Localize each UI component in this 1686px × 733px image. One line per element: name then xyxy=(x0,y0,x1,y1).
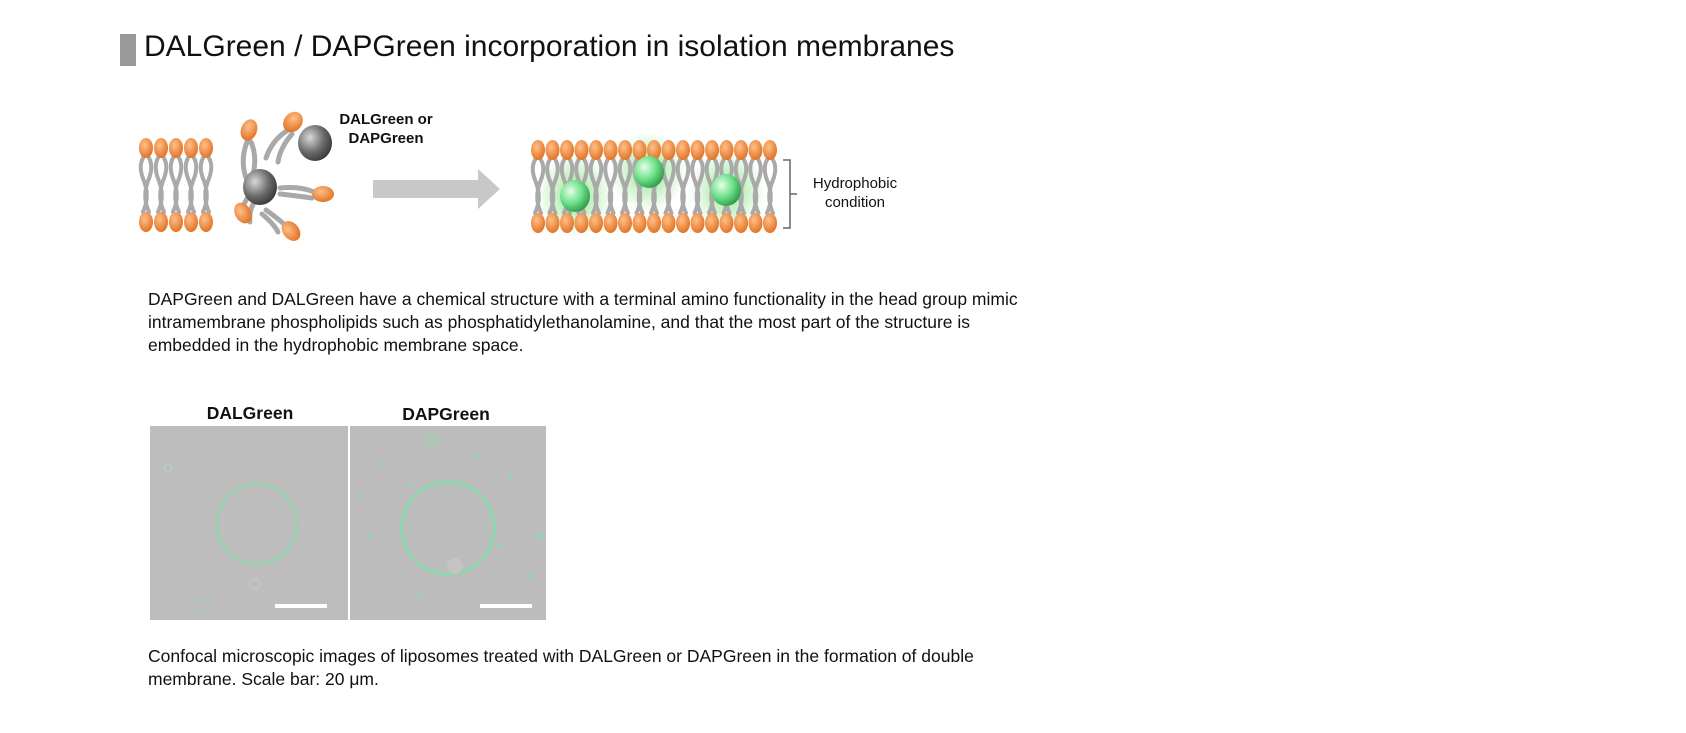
lipid-head xyxy=(676,140,690,160)
region-label-line1: Hydrophobic xyxy=(812,175,898,192)
lipid-head xyxy=(531,140,545,160)
image-label-dapgreen: DAPGreen xyxy=(402,404,490,424)
lipid-head xyxy=(705,213,719,233)
scale-bar xyxy=(275,604,327,608)
lipid-head xyxy=(618,213,632,233)
lipid-head xyxy=(690,140,705,160)
lipid-head xyxy=(647,140,661,160)
lipid-head xyxy=(545,213,560,233)
green-probe-icon xyxy=(560,180,590,212)
lipid-head xyxy=(589,140,603,160)
lipid-head xyxy=(763,140,777,160)
left-bilayer xyxy=(138,138,214,232)
lipid-head xyxy=(719,140,734,160)
lipid-head xyxy=(184,138,198,158)
probe-label-line2: DAPGreen xyxy=(348,130,424,147)
lipid-head xyxy=(560,213,574,233)
lipid-head xyxy=(154,212,168,232)
lipid-head xyxy=(169,212,183,232)
title-accent-bar xyxy=(120,34,136,66)
lipid-head xyxy=(574,140,589,160)
lipid-head xyxy=(531,213,545,233)
probe-molecule-icon xyxy=(298,125,332,161)
lipid-head xyxy=(139,212,153,232)
description-text: DAPGreen and DALGreen have a chemical st… xyxy=(148,289,1018,355)
lipid-head xyxy=(763,213,777,233)
micrograph-dalgreen xyxy=(150,426,348,620)
green-probe-icon xyxy=(711,174,741,206)
lipid-head xyxy=(603,140,618,160)
lipid-head xyxy=(545,140,560,160)
lipid-head xyxy=(603,213,618,233)
lipid-head xyxy=(169,138,183,158)
probe-label: DALGreen or DAPGreen xyxy=(316,110,456,148)
bracket-icon xyxy=(783,159,797,229)
lipid-head xyxy=(589,213,603,233)
lipid-head xyxy=(690,213,705,233)
lipid-head xyxy=(748,213,763,233)
lipid-head xyxy=(199,212,213,232)
arrow-icon xyxy=(373,169,500,209)
green-probe-icon xyxy=(634,156,664,188)
region-label: Hydrophobic condition xyxy=(795,174,915,212)
region-label-line2: condition xyxy=(824,194,886,211)
lipid-head xyxy=(574,213,589,233)
lipid-head xyxy=(199,138,213,158)
lipid-head xyxy=(748,140,763,160)
lipid-head xyxy=(734,213,748,233)
lipid-head xyxy=(560,140,574,160)
figure-caption: Confocal microscopic images of liposomes… xyxy=(148,646,974,689)
lipid-head xyxy=(734,140,748,160)
lipid-head xyxy=(632,213,647,233)
lipid-head xyxy=(661,213,676,233)
lipid-head xyxy=(632,140,647,160)
lipid-head xyxy=(184,212,198,232)
lipid-head xyxy=(661,140,676,160)
page-title: DALGreen / DAPGreen incorporation in iso… xyxy=(144,30,955,63)
probe-molecule-icon xyxy=(243,169,277,205)
scale-bar xyxy=(480,604,532,608)
lipid-head xyxy=(705,140,719,160)
probe-label-line1: DALGreen or xyxy=(339,111,433,128)
lipid-head xyxy=(647,213,661,233)
lipid-head xyxy=(154,138,168,158)
micrograph-dapgreen xyxy=(350,426,546,620)
lipid-head xyxy=(139,138,153,158)
lipid-head xyxy=(676,213,690,233)
lipid-head xyxy=(618,140,632,160)
image-label-dalgreen: DALGreen xyxy=(206,403,294,423)
membrane-diagram: DALGreen or DAPGreen Hydrophobic conditi… xyxy=(130,100,1030,280)
lipid-head xyxy=(719,213,734,233)
